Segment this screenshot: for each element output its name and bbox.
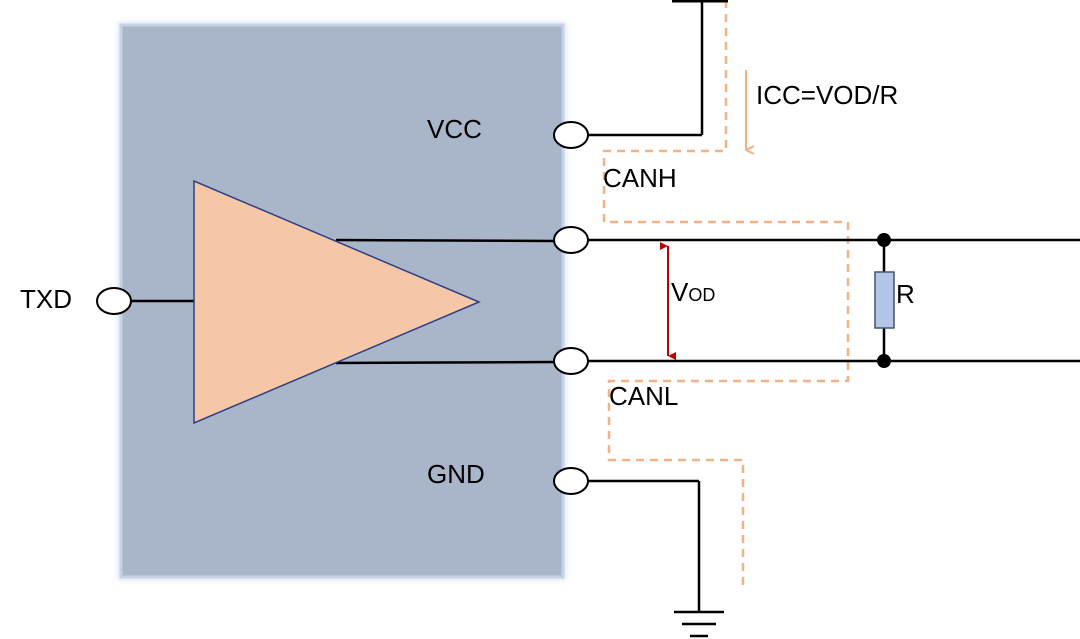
vod-label-subscript: OD	[688, 285, 715, 305]
termination-resistor	[874, 233, 895, 368]
current-path	[602, 0, 850, 585]
driver-amplifier	[193, 179, 481, 425]
canl-label: CANL	[609, 381, 678, 411]
vcc-pin	[553, 121, 589, 149]
vcc-wire	[588, 0, 728, 137]
vcc-label: VCC	[427, 114, 482, 144]
txd-pin	[96, 287, 132, 315]
vod-label: VOD	[671, 277, 715, 307]
canh-pin	[553, 226, 589, 254]
canh-label: CANH	[603, 163, 677, 193]
resistor-body	[874, 271, 895, 329]
vod-label-main: V	[671, 277, 689, 307]
ground-icon	[674, 610, 724, 638]
canh-junction-dot	[877, 233, 891, 247]
txd-label: TXD	[20, 284, 72, 314]
driver-canh-wire	[335, 238, 555, 243]
canl-junction-dot	[877, 354, 891, 368]
driver-canl-wire	[335, 360, 555, 365]
icc-label: ICC=VOD/R	[756, 80, 898, 110]
resistor-label: R	[896, 279, 915, 309]
gnd-wire	[588, 479, 701, 611]
gnd-pin	[553, 467, 589, 495]
gnd-label: GND	[427, 459, 485, 489]
canl-pin	[553, 347, 589, 375]
